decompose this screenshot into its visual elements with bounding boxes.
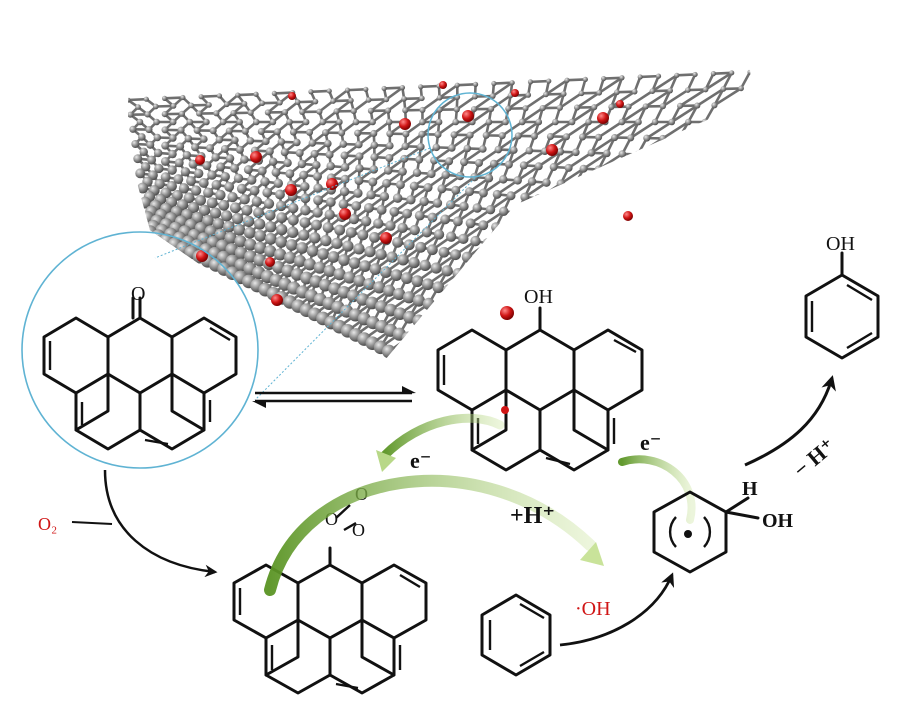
oxygen-atom — [380, 232, 392, 244]
oxygen-dopant-atoms — [195, 81, 633, 320]
oxygen-atom — [439, 81, 447, 89]
oxygen-atom — [326, 178, 338, 190]
hydrogen-label: H — [742, 478, 758, 500]
hydroxyl-label-top: OH — [524, 286, 553, 308]
carbonyl-oxygen-label: O — [131, 283, 145, 305]
oxygen-atom — [462, 110, 474, 122]
electron-label-left: e⁻ — [410, 448, 431, 473]
oxygen-atom — [597, 112, 609, 124]
oxygen-atom — [399, 118, 411, 130]
phenol-structure: OH — [804, 233, 880, 360]
proton-loss-label: − H⁺ — [788, 433, 840, 482]
equilibrium-arrows — [252, 386, 416, 408]
oxygen-atom — [250, 151, 262, 163]
hydroxyl-radical-label: ·OH — [575, 598, 611, 620]
deprotonation-arrow: − H⁺ — [744, 375, 840, 482]
oxygen-atom — [339, 208, 351, 220]
oxygen-atom — [511, 89, 519, 97]
proton-gain-label: +H⁺ — [510, 503, 555, 529]
peroxide-oxygen-3: O — [352, 520, 365, 540]
oxygen-atom — [546, 144, 558, 156]
peroxide-structure: O O O — [232, 484, 428, 695]
oxygen-atom — [616, 100, 624, 108]
oxygen-atom — [288, 92, 296, 100]
oxygen-addition-arrow: O₂ — [38, 469, 218, 578]
oxygen-atom — [500, 306, 514, 320]
oxygen-atom — [265, 257, 275, 267]
electron-flow-arrows: e⁻ e⁻ +H⁺ — [264, 413, 696, 596]
magnifier-circle-icon — [21, 92, 513, 469]
benzene-structure — [480, 593, 552, 677]
cyclohexadienyl-radical-structure: H OH — [652, 478, 794, 574]
hydroxyl-attack-arrow: ·OH — [559, 572, 675, 647]
oxygen-atom — [196, 250, 208, 262]
oxygen-atom — [285, 184, 297, 196]
oxygen-atom — [271, 294, 283, 306]
o2-label: O₂ — [38, 514, 57, 534]
electron-label-right: e⁻ — [640, 430, 661, 455]
oxygen-atom — [195, 155, 205, 165]
hydroxyl-radical-structure: OH — [436, 286, 644, 472]
carbonyl-structure: O — [42, 283, 238, 451]
oxygen-atom — [623, 211, 633, 221]
hydroxyl-label-intermediate: OH — [762, 510, 794, 532]
phenol-hydroxyl-label: OH — [826, 233, 855, 255]
